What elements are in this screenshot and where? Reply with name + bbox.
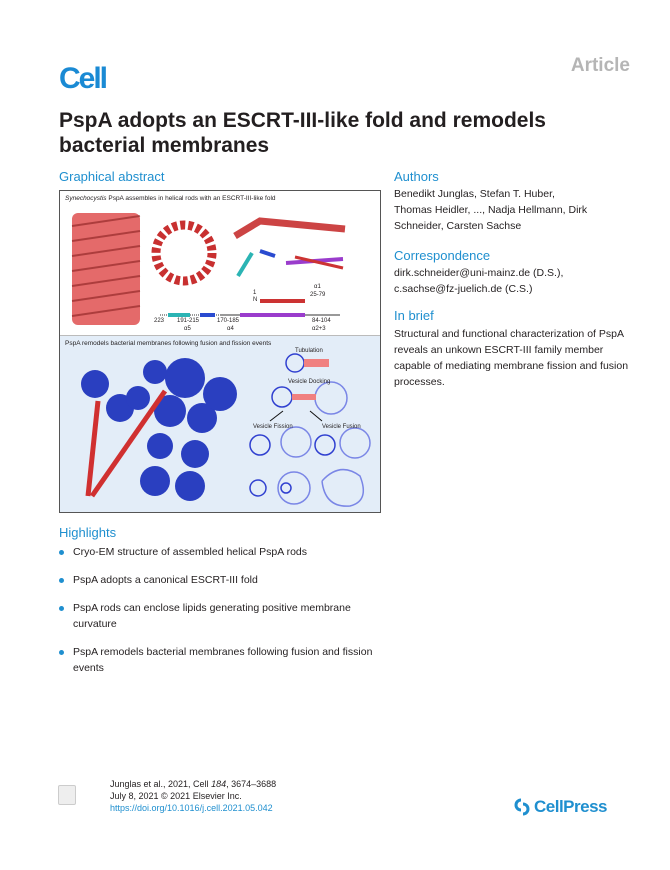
bullet-icon [59,606,64,611]
highlight-item: PspA remodels bacterial membranes follow… [59,644,384,676]
bullet-icon [59,550,64,555]
citation-footer: Junglas et al., 2021, Cell 184, 3674–368… [110,778,276,814]
correspondence-heading: Correspondence [394,248,491,263]
label-range-191-215: 191-215 [177,318,200,324]
graphical-abstract-heading: Graphical abstract [59,169,165,184]
email-schneider[interactable]: dirk.schneider@uni-mainz.de (D.S.), [394,267,564,279]
label-range-84-104: 84-104 [312,318,331,324]
panel2-title: PspA remodels bacterial membranes follow… [65,340,272,347]
label-vesicle-fission: Vesicle Fission [253,424,293,430]
highlight-item: PspA adopts a canonical ESCRT-III fold [59,572,384,588]
bullet-icon [59,650,64,655]
label-alpha5: α5 [184,326,191,332]
cell-logo: Cell [59,62,108,95]
doi-link[interactable]: https://doi.org/10.1016/j.cell.2021.05.0… [110,803,273,813]
helical-rod [71,213,141,325]
highlight-item: Cryo-EM structure of assembled helical P… [59,544,384,560]
label-alpha2-3: α2+3 [312,326,326,332]
highlight-item: PspA rods can enclose lipids generating … [59,600,384,632]
vesicle-cluster [81,358,237,501]
label-alpha1: α1 [314,284,321,290]
authors-list: Benedikt Junglas, Stefan T. Huber, Thoma… [394,188,588,232]
label-tubulation: Tubulation [295,348,323,354]
structure-panel: Synechocystis PspA assembles in helical … [60,191,380,335]
check-for-updates-icon[interactable] [58,785,76,805]
graphical-abstract: Synechocystis PspA assembles in helical … [59,190,381,513]
authors-heading: Authors [394,169,439,184]
in-brief-heading: In brief [394,308,434,323]
cellpress-logo: CellPress [513,797,608,817]
label-1: 1 [253,290,257,296]
highlights-heading: Highlights [59,525,117,540]
cellpress-mark-icon [514,798,530,816]
paper-title: PspA adopts an ESCRT-III-like fold and r… [59,109,546,157]
panel1-title: Synechocystis PspA assembles in helical … [65,195,276,202]
rod-cross-section [151,220,217,286]
protofilament [233,217,346,240]
citation-line: Junglas et al., 2021, Cell 184, 3674–368… [110,779,277,789]
membrane-illustration [81,353,371,507]
label-n-terminus: N [253,297,258,303]
in-brief-text: Structural and functional characterizati… [394,328,629,388]
structure-illustration [71,213,346,325]
email-sachse[interactable]: c.sachse@fz-juelich.de (C.S.) [394,283,533,295]
highlights-list: Cryo-EM structure of assembled helical P… [59,544,384,688]
copyright-line: July 8, 2021 © 2021 Elsevier Inc. [110,791,242,801]
article-type: Article [570,55,630,76]
label-range-170-185: 170-185 [217,318,240,324]
label-vesicle-docking: Vesicle Docking [288,379,331,385]
label-vesicle-fusion: Vesicle Fusion [322,424,361,430]
membrane-remodeling-panel: PspA remodels bacterial membranes follow… [60,335,380,512]
label-223: 223 [154,318,165,324]
bullet-icon [59,578,64,583]
label-range-25-79: 25-79 [310,292,326,298]
label-alpha4: α4 [227,326,234,332]
